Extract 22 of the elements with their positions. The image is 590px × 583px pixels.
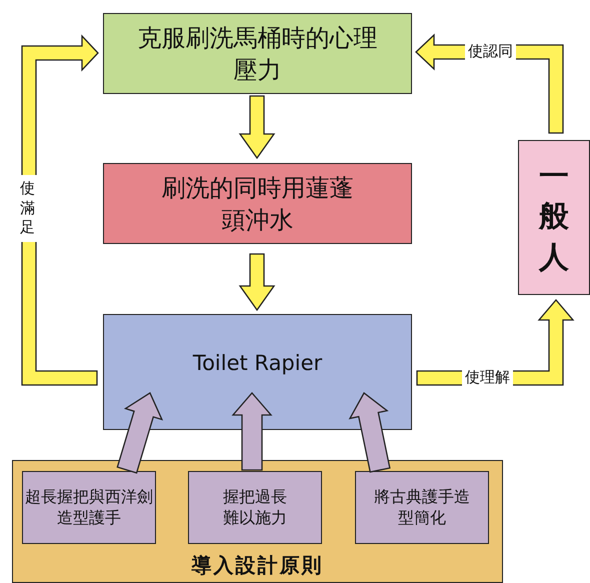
person-box <box>518 140 590 295</box>
principle-box <box>22 471 156 544</box>
process-box <box>103 163 412 244</box>
principle-box <box>355 471 489 544</box>
principle-box <box>188 471 322 544</box>
block-arrow <box>116 392 164 474</box>
box-label: 將古典護手造型簡化 <box>374 486 470 528</box>
box-label: 克服刷洗馬桶時的心理壓力 <box>138 22 378 86</box>
block-arrow <box>232 392 272 471</box>
box-label: 超長握把與西洋劍造型護手 <box>25 486 153 528</box>
principles-panel <box>12 460 503 583</box>
box-label: 刷洗的同時用蓮蓬頭沖水 <box>160 172 354 236</box>
block-arrow <box>238 253 276 312</box>
block-arrow <box>348 392 391 473</box>
process-box <box>103 13 412 94</box>
panel-heading: 導入設計原則 <box>192 552 324 579</box>
block-arrow <box>238 95 276 160</box>
box-label: Toilet Rapier <box>192 351 322 375</box>
edge-label: 使滿足 <box>17 175 38 242</box>
box-label: 握把過長難以施力 <box>222 486 288 528</box>
box-label: 一般人 <box>538 158 570 277</box>
product-box <box>103 314 412 430</box>
